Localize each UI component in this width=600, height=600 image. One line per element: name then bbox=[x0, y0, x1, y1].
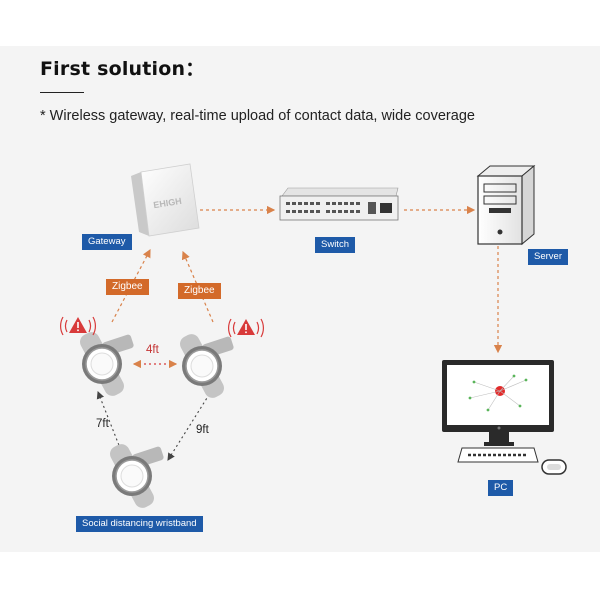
zigbee-link-right: Zigbee bbox=[178, 283, 221, 299]
wristband-icon bbox=[80, 332, 134, 396]
distance-4ft: 4ft bbox=[146, 344, 159, 356]
wristband-icon bbox=[110, 444, 164, 508]
connection-arrows bbox=[96, 205, 503, 461]
distance-7ft: 7ft bbox=[96, 418, 109, 430]
page-title: First solution： bbox=[40, 58, 205, 80]
title-underline bbox=[40, 92, 84, 93]
alert-triangle-icon bbox=[59, 316, 97, 336]
diagram-panel bbox=[0, 46, 600, 552]
switch-label: Switch bbox=[315, 237, 355, 253]
zigbee-link-left: Zigbee bbox=[106, 279, 149, 295]
svg-text:EHIGH: EHIGH bbox=[153, 196, 183, 210]
server-label: Server bbox=[528, 249, 568, 265]
gateway-label: Gateway bbox=[82, 234, 132, 250]
gateway-device-icon: EHIGH bbox=[131, 163, 200, 237]
server-tower-icon bbox=[476, 164, 536, 246]
distance-9ft: 9ft bbox=[196, 424, 209, 436]
pc-monitor-icon bbox=[442, 360, 554, 446]
switch-device-icon bbox=[279, 187, 399, 221]
pc-label: PC bbox=[488, 480, 514, 496]
keyboard-icon bbox=[457, 447, 539, 463]
page-subtitle: * Wireless gateway, real-time upload of … bbox=[40, 108, 475, 124]
mouse-icon bbox=[541, 459, 567, 475]
wristband-label: Social distancing wristband bbox=[76, 516, 203, 532]
wristband-icon bbox=[180, 334, 234, 398]
alert-triangle-icon bbox=[227, 318, 265, 338]
